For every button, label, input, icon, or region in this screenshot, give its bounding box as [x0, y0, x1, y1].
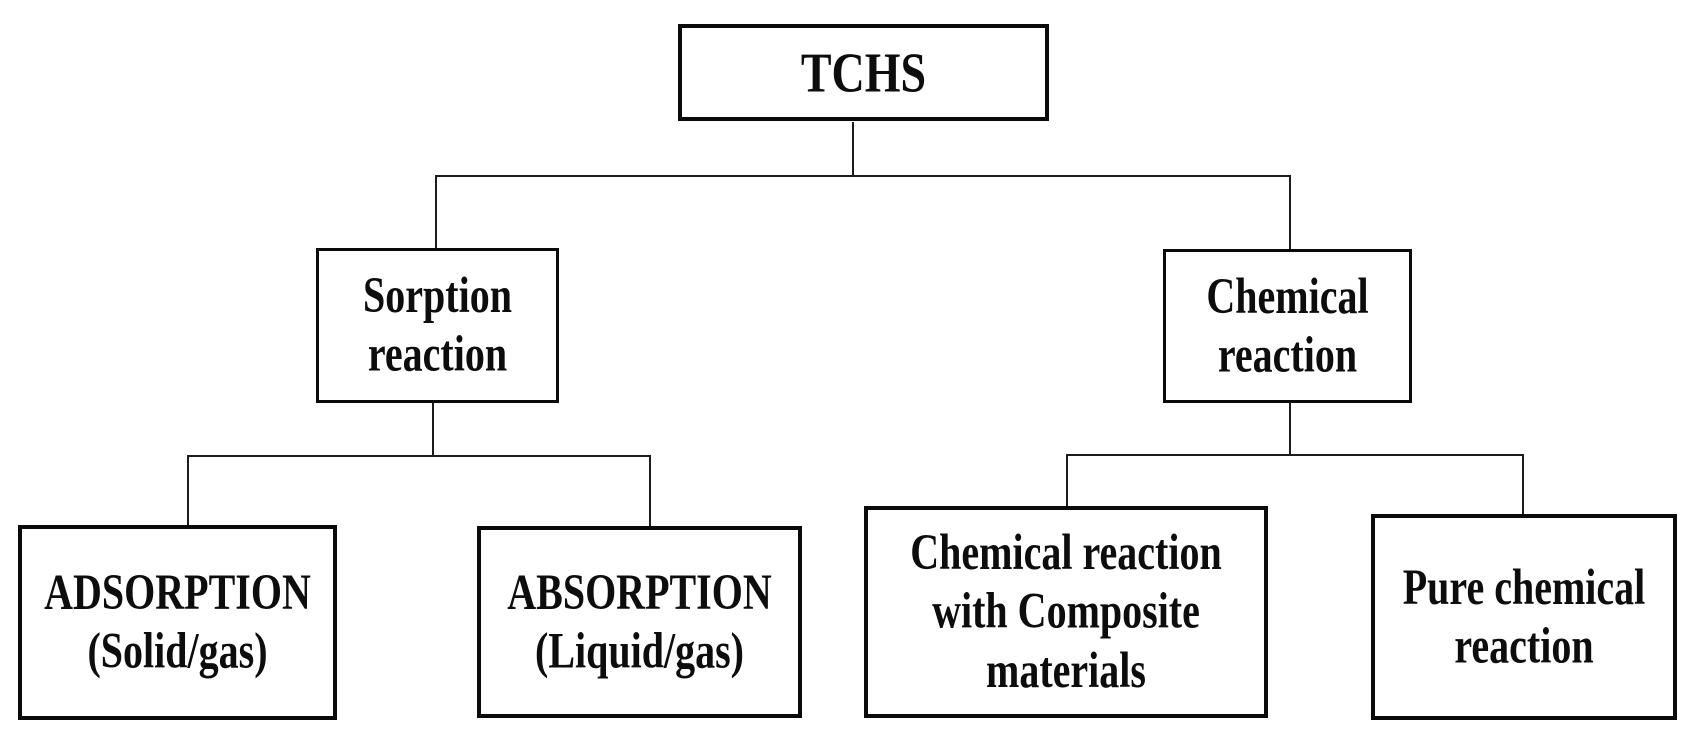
node-sorption-reaction-label: Sorption reaction	[363, 266, 512, 383]
connector-tchs-to-children	[435, 122, 1291, 249]
node-chemical-reaction-label: Chemical reaction	[1206, 267, 1369, 384]
connector-chemical-to-children	[1066, 403, 1524, 514]
node-adsorption-solid-gas-label: ADSORPTION (Solid/gas)	[44, 563, 311, 680]
node-tchs: TCHS	[678, 24, 1049, 121]
node-adsorption-solid-gas: ADSORPTION (Solid/gas)	[18, 525, 337, 720]
node-tchs-label: TCHS	[800, 41, 927, 104]
node-absorption-liquid-gas-label: ABSORPTION (Liquid/gas)	[507, 563, 772, 680]
node-chemical-reaction-composite-materials-label: Chemical reaction with Composite materia…	[910, 523, 1222, 699]
node-absorption-liquid-gas: ABSORPTION (Liquid/gas)	[477, 526, 802, 718]
node-pure-chemical-reaction: Pure chemical reaction	[1371, 514, 1677, 720]
connector-sorption-to-children	[187, 403, 651, 526]
node-chemical-reaction: Chemical reaction	[1163, 249, 1412, 403]
node-pure-chemical-reaction-label: Pure chemical reaction	[1402, 558, 1646, 675]
node-sorption-reaction: Sorption reaction	[316, 248, 559, 403]
node-chemical-reaction-composite-materials: Chemical reaction with Composite materia…	[864, 506, 1268, 718]
